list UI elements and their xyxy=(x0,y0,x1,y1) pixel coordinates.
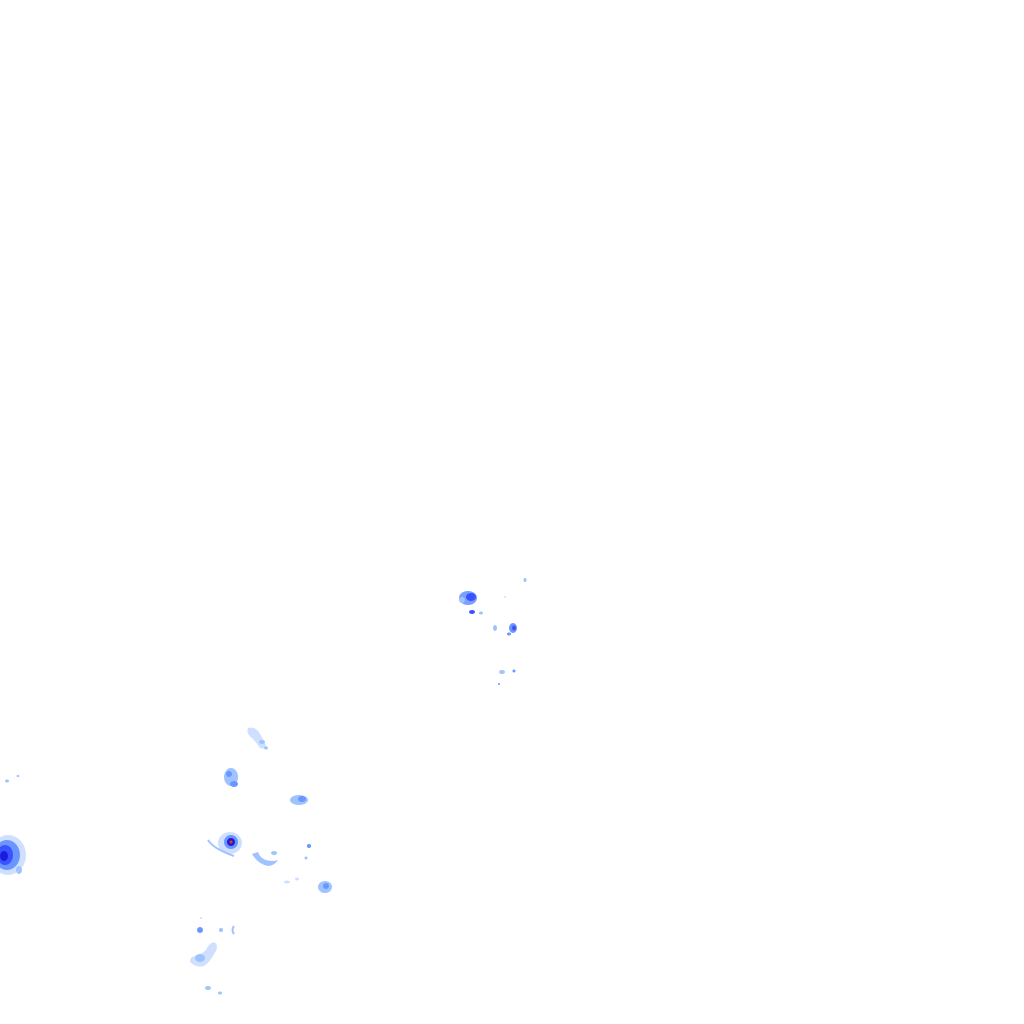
precip-cell-west-cluster xyxy=(207,727,332,893)
precip-cell-far-west xyxy=(0,775,26,875)
precip-cell-central-cluster xyxy=(459,578,527,685)
precip-cell-south-cluster xyxy=(190,917,235,995)
